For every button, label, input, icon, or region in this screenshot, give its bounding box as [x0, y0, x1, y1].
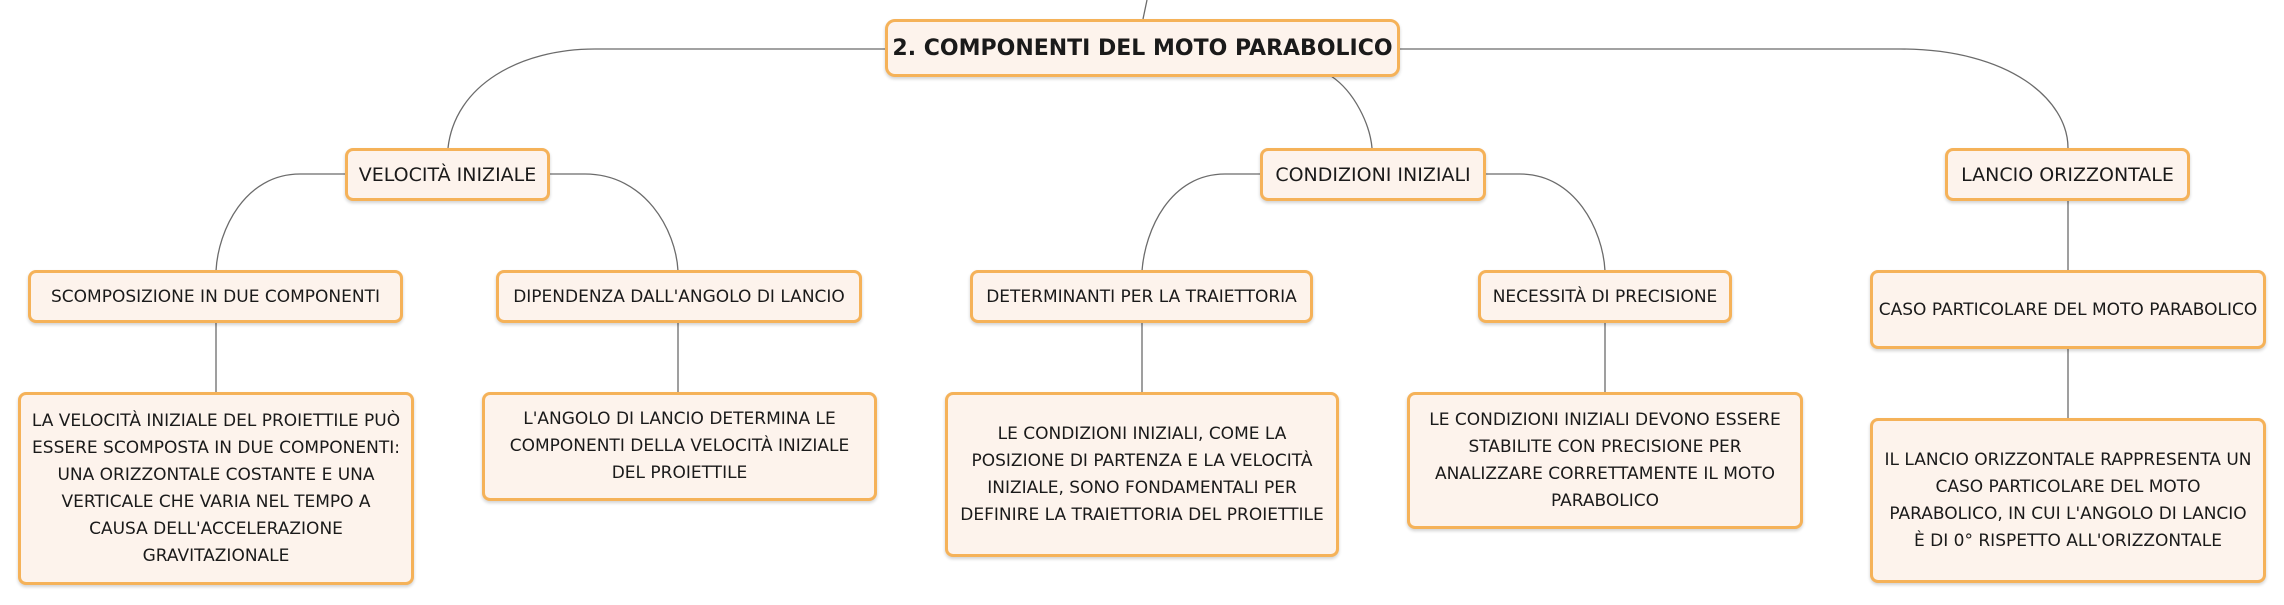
- detail-determinanti[interactable]: LE CONDIZIONI INIZIALI, COME LA POSIZION…: [945, 392, 1339, 557]
- connector-condizioni-necessita: [1484, 173, 1606, 272]
- connector-root-condizioni: [1330, 75, 1373, 149]
- node-necessita-precisione[interactable]: NECESSITÀ DI PRECISIONE: [1478, 270, 1732, 323]
- branch-node-velocita-iniziale[interactable]: VELOCITÀ INIZIALE: [345, 148, 550, 201]
- root-node[interactable]: 2. COMPONENTI DEL MOTO PARABOLICO: [885, 19, 1400, 77]
- detail-scomposizione[interactable]: LA VELOCITÀ INIZIALE DEL PROIETTILE PUÒ …: [18, 392, 414, 585]
- node-caso-particolare[interactable]: CASO PARTICOLARE DEL MOTO PARABOLICO: [1870, 270, 2266, 349]
- detail-necessita-precisione[interactable]: LE CONDIZIONI INIZIALI DEVONO ESSERE STA…: [1407, 392, 1803, 529]
- connector-root-velocita: [447, 48, 885, 149]
- connector-condizioni-determinanti: [1141, 173, 1260, 272]
- node-dipendenza-angolo[interactable]: DIPENDENZA DALL'ANGOLO DI LANCIO: [496, 270, 862, 323]
- branch-node-condizioni-iniziali[interactable]: CONDIZIONI INIZIALI: [1260, 148, 1486, 201]
- connector-root-parent: [1142, 0, 1148, 20]
- detail-dipendenza-angolo[interactable]: L'ANGOLO DI LANCIO DETERMINA LE COMPONEN…: [482, 392, 877, 501]
- node-scomposizione[interactable]: SCOMPOSIZIONE IN DUE COMPONENTI: [28, 270, 403, 323]
- detail-lancio-orizzontale[interactable]: IL LANCIO ORIZZONTALE RAPPRESENTA UN CAS…: [1870, 418, 2266, 583]
- branch-node-lancio-orizzontale[interactable]: LANCIO ORIZZONTALE: [1945, 148, 2190, 201]
- connector-velocita-dipendenza: [548, 173, 679, 272]
- connector-root-lancio: [1400, 48, 2069, 149]
- node-determinanti[interactable]: DETERMINANTI PER LA TRAIETTORIA: [970, 270, 1313, 323]
- connector-velocita-scomposizione: [215, 173, 345, 272]
